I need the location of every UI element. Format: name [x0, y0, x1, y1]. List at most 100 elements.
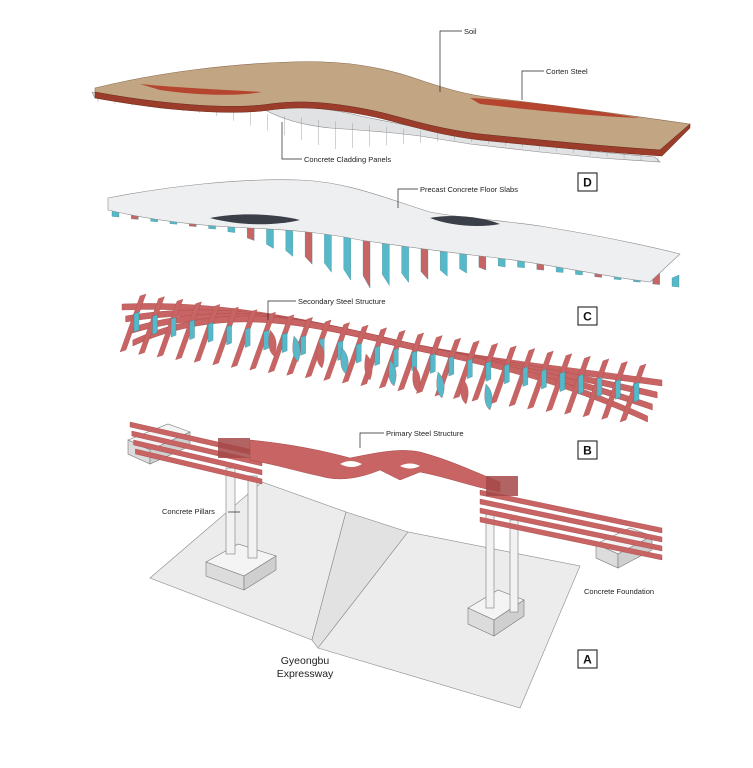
label-soil: Soil [464, 27, 477, 36]
secondary-fin [207, 322, 214, 343]
slab-opening-left [210, 214, 300, 225]
primary-span-opening [340, 461, 420, 469]
primary-frame-node [486, 476, 518, 496]
primary-beam [135, 448, 263, 485]
secondary-cross-member [601, 361, 628, 420]
slab-fin [285, 226, 293, 257]
secondary-cross-member [582, 358, 610, 418]
layer-c-floor-slabs [107, 179, 681, 289]
label-pillars: Concrete Pillars [162, 507, 215, 516]
secondary-fin [522, 366, 529, 387]
secondary-cross-member [379, 330, 406, 389]
slab-fin [362, 236, 371, 289]
secondary-cross-member [175, 301, 202, 361]
layer-marker-c: C [577, 306, 598, 326]
label-expressway-line2: Expressway [277, 668, 334, 680]
layer-letter-c: C [583, 310, 592, 324]
label-cladding: Concrete Cladding Panels [304, 155, 391, 164]
secondary-fin [485, 361, 492, 382]
secondary-cross-member [545, 353, 573, 412]
secondary-cross-member [193, 304, 221, 363]
secondary-fin [633, 381, 640, 403]
secondary-curved-rib [292, 335, 301, 363]
secondary-fin [152, 314, 158, 335]
corten-inlay-left [140, 84, 262, 95]
layer-letter-a: A [583, 653, 592, 667]
secondary-cross-member [619, 363, 647, 423]
slab-fin [401, 240, 409, 283]
primary-beam [133, 439, 263, 476]
secondary-fin [226, 324, 232, 346]
secondary-cross-member [119, 293, 147, 353]
secondary-fin [504, 363, 510, 385]
secondary-curved-rib [268, 329, 277, 357]
secondary-fin [559, 371, 566, 392]
secondary-cross-member [564, 355, 591, 415]
slab-fin [304, 228, 313, 265]
secondary-cross-member [249, 311, 276, 371]
secondary-fin [411, 350, 417, 372]
slab-fin [343, 233, 351, 281]
primary-beam [479, 516, 663, 561]
secondary-cross-member [341, 324, 369, 384]
secondary-curved-rib [484, 383, 493, 411]
layer-marker-d: D [577, 172, 598, 192]
secondary-fin [133, 311, 140, 333]
secondary-fin [374, 345, 380, 366]
secondary-fin [615, 379, 621, 400]
secondary-curved-rib [436, 371, 445, 399]
annotations: Soil Corten Steel Concrete Cladding Pane… [162, 27, 654, 680]
slab-fin [671, 274, 680, 288]
deck-edge [94, 91, 691, 157]
secondary-fin [263, 329, 269, 351]
secondary-curved-rib [412, 365, 421, 393]
layer-marker-a: A [577, 649, 598, 669]
label-primary-steel: Primary Steel Structure [386, 429, 464, 438]
label-corten-steel: Corten Steel [546, 67, 588, 76]
secondary-cross-member [508, 348, 536, 407]
layer-marker-b: B [577, 440, 598, 460]
secondary-fin [189, 319, 195, 340]
secondary-curved-rib [364, 353, 373, 381]
secondary-cross-member [416, 335, 443, 394]
secondary-fin [170, 316, 177, 338]
secondary-fin [448, 355, 454, 377]
corten-inlay-right [470, 98, 640, 118]
secondary-fin [244, 327, 251, 348]
secondary-cross-member [397, 332, 425, 392]
secondary-curved-rib [316, 341, 325, 369]
secondary-cross-member [453, 340, 480, 399]
secondary-cross-member [527, 350, 554, 410]
layer-letter-d: D [583, 176, 592, 190]
primary-frame-node [218, 438, 250, 458]
secondary-cross-member [138, 296, 165, 355]
layer-d-soil-deck [91, 61, 691, 163]
primary-span [249, 439, 501, 493]
layer-markers: D C B A [577, 172, 598, 669]
secondary-curved-rib [340, 347, 349, 375]
secondary-cross-member [156, 298, 184, 358]
layer-b-secondary-steel [119, 293, 663, 423]
layer-a-primary-and-ground [127, 421, 663, 709]
layer-letter-b: B [583, 444, 592, 458]
slab-fin [324, 231, 332, 273]
secondary-curved-rib [460, 377, 469, 405]
secondary-fin [300, 335, 306, 356]
secondary-cross-member [323, 322, 350, 381]
label-expressway-line1: Gyeongbu [281, 655, 330, 667]
slab-opening-right [430, 216, 500, 226]
secondary-fin [578, 374, 584, 395]
secondary-fin [596, 376, 603, 398]
label-foundation: Concrete Foundation [584, 587, 654, 596]
slab-surface [107, 179, 681, 283]
secondary-fin [467, 358, 473, 379]
secondary-fin [430, 353, 436, 374]
primary-beam [479, 507, 663, 552]
secondary-fin [356, 342, 362, 364]
secondary-cross-member [490, 345, 517, 405]
label-secondary-steel: Secondary Steel Structure [298, 297, 386, 306]
secondary-fin [281, 332, 288, 353]
secondary-cross-member [471, 343, 499, 402]
primary-beam [479, 489, 663, 534]
